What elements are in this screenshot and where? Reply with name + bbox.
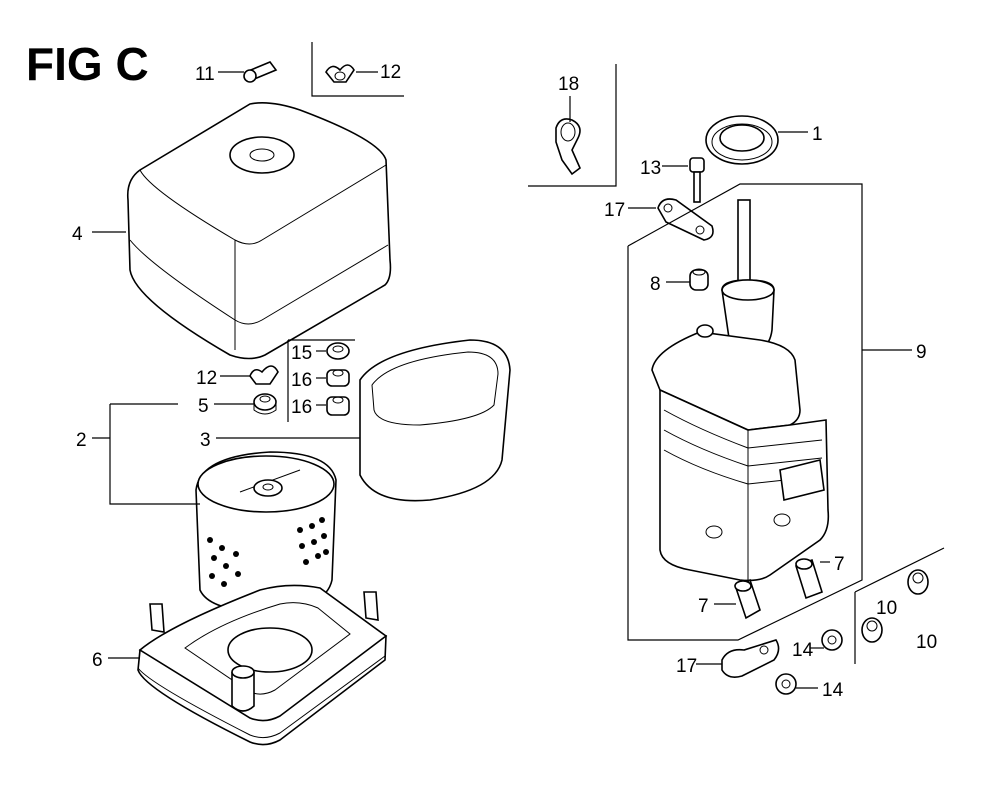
callout-15: 15 — [291, 343, 312, 364]
callout-11: 11 — [195, 64, 215, 85]
gasket-ring — [705, 115, 779, 165]
paper-filter-element — [195, 451, 337, 613]
cap-10-b — [907, 569, 929, 595]
callout-12-lower: 12 — [196, 368, 217, 389]
callout-17-top: 17 — [604, 200, 625, 221]
wing-nut-top — [325, 64, 355, 83]
bracket-top — [657, 198, 714, 241]
air-cleaner-base — [137, 584, 388, 746]
callout-16-a: 16 — [291, 370, 312, 391]
callout-2: 2 — [76, 430, 87, 451]
bolt-part — [689, 157, 705, 203]
wing-nut-lower — [249, 365, 279, 385]
callout-16-b: 16 — [291, 397, 312, 418]
callout-4: 4 — [72, 224, 83, 245]
outer-foam-element — [359, 339, 511, 502]
callout-1: 1 — [812, 124, 823, 145]
nut-14-a — [821, 629, 843, 651]
tube-7-a — [734, 578, 761, 620]
bracket-line-15-16 — [287, 339, 355, 422]
air-cleaner-cover — [126, 102, 392, 360]
callout-labels: 11 12 4 12 15 16 16 5 2 3 6 18 1 13 17 8… — [72, 62, 937, 701]
collar-part — [689, 268, 709, 291]
bracket-line-10 — [854, 547, 945, 664]
callout-10-a: 10 — [876, 598, 897, 619]
callout-8: 8 — [650, 274, 661, 295]
leader-lines — [92, 71, 912, 689]
callout-12-top: 12 — [380, 62, 401, 83]
callout-10-b: 10 — [916, 632, 937, 653]
callout-13: 13 — [640, 158, 661, 179]
callout-14-b: 14 — [822, 680, 844, 701]
hose-clamp-part — [555, 118, 581, 176]
screw-part — [243, 61, 278, 83]
tube-7-b — [795, 558, 823, 600]
callout-7-left: 7 — [698, 596, 709, 617]
grommet-part — [253, 393, 277, 415]
nut-16-b — [326, 396, 350, 416]
nut-15 — [326, 342, 350, 360]
callout-9: 9 — [916, 342, 927, 363]
callout-6: 6 — [92, 650, 103, 671]
bracket-frame-9 — [627, 183, 863, 641]
callout-14-a: 14 — [792, 640, 814, 661]
figure-title: FIG C — [26, 38, 149, 90]
callout-7-right: 7 — [834, 554, 845, 575]
callout-3: 3 — [200, 430, 211, 451]
muffler-case — [651, 199, 830, 582]
cap-10-a — [861, 617, 883, 643]
nut-16-a — [326, 369, 350, 387]
bracket-lower — [721, 639, 780, 678]
nut-14-b — [775, 673, 797, 695]
bracket-line-18 — [528, 64, 617, 187]
callout-5: 5 — [198, 396, 209, 417]
bracket-line-12-top — [311, 42, 404, 97]
callout-17-lower: 17 — [676, 656, 697, 677]
callout-18: 18 — [558, 74, 579, 95]
